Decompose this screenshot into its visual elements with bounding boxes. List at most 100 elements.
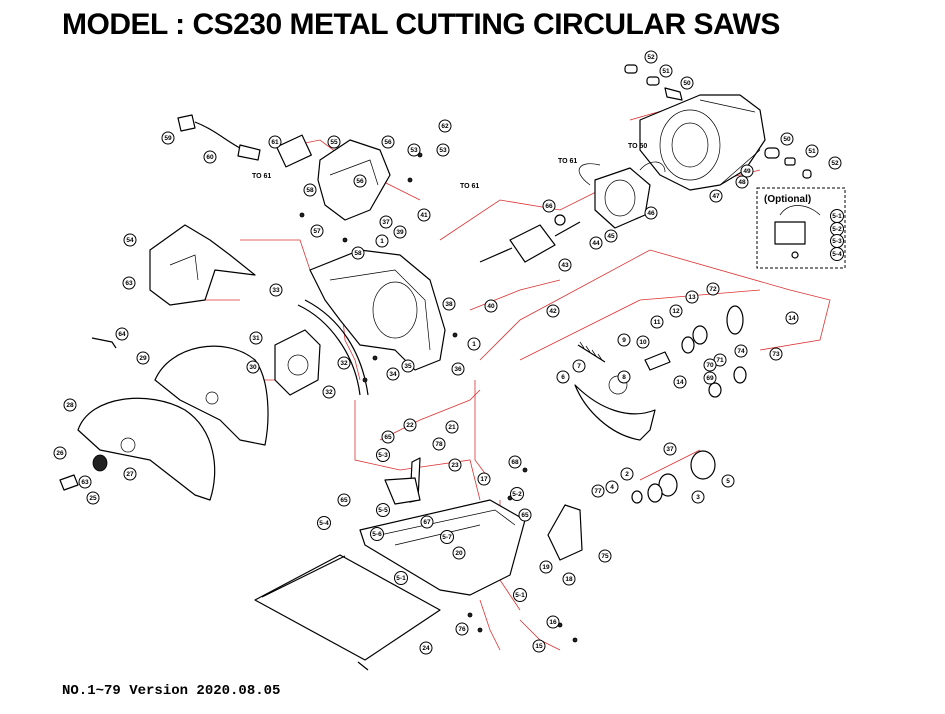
callout-label: 5-4 xyxy=(319,520,329,527)
part-callout: 72 xyxy=(706,282,720,296)
callout-circle xyxy=(591,484,605,498)
optional-parts-box xyxy=(756,187,846,269)
callout-label: 32 xyxy=(340,360,348,367)
version-footer: NO.1~79 Version 2020.08.05 xyxy=(62,683,281,699)
part-callout: 47 xyxy=(709,189,723,203)
callout-circle xyxy=(161,131,175,145)
callout-circle xyxy=(663,442,677,456)
callout-label: 63 xyxy=(81,479,89,486)
part-callout: 51 xyxy=(805,144,819,158)
callout-circle xyxy=(805,144,819,158)
callout-circle xyxy=(420,515,434,529)
callout-label: 55 xyxy=(330,139,338,146)
callout-label: 64 xyxy=(118,331,126,338)
part-callout: 5-6 xyxy=(370,527,384,541)
callout-label: 32 xyxy=(325,389,333,396)
part-callout: 23 xyxy=(448,458,462,472)
part-callout: 4 xyxy=(605,480,619,494)
callout-label: 5-5 xyxy=(378,507,388,514)
callout-label: 78 xyxy=(435,441,443,448)
callout-circle xyxy=(381,430,395,444)
callout-circle xyxy=(769,347,783,361)
callout-circle xyxy=(691,490,705,504)
part-callout: 36 xyxy=(451,362,465,376)
lower-guard-arc xyxy=(574,375,656,441)
saw-blade xyxy=(77,397,216,501)
callout-circle xyxy=(546,615,560,629)
callout-circle xyxy=(636,335,650,349)
callout-label: 71 xyxy=(716,357,724,364)
annotation-to61: TO 61 xyxy=(460,183,479,190)
callout-label: 62 xyxy=(441,123,449,130)
callout-circle xyxy=(386,367,400,381)
callout-label: 14 xyxy=(788,315,796,322)
callout-label: 21 xyxy=(448,424,456,431)
part-callout: 56 xyxy=(353,174,367,188)
part-callout: 5-1 xyxy=(394,571,408,585)
power-cord xyxy=(177,114,261,161)
part-callout: 6 xyxy=(556,370,570,384)
callout-circle xyxy=(617,370,631,384)
callout-circle xyxy=(451,362,465,376)
callout-circle xyxy=(432,437,446,451)
part-callout: 66 xyxy=(542,199,556,213)
callout-label: 14 xyxy=(676,379,684,386)
callout-circle xyxy=(445,420,459,434)
callout-label: 5 xyxy=(726,478,730,485)
part-callout: 51 xyxy=(659,64,673,78)
callout-label: 69 xyxy=(706,375,714,382)
worm-shaft xyxy=(577,341,606,363)
part-callout: 42 xyxy=(546,304,560,318)
callout-label: 50 xyxy=(683,80,691,87)
annotation-to61: TO 61 xyxy=(558,158,577,165)
callout-circle xyxy=(734,344,748,358)
part-callout: 37 xyxy=(663,442,677,456)
callout-circle xyxy=(375,234,389,248)
callout-label: 6 xyxy=(561,374,565,381)
part-callout: 59 xyxy=(161,131,175,145)
callout-circle xyxy=(477,472,491,486)
callout-label: 65 xyxy=(384,434,392,441)
callout-label: 4 xyxy=(610,484,614,491)
callout-circle xyxy=(721,474,735,488)
callout-circle xyxy=(562,572,576,586)
base-plate xyxy=(359,499,526,596)
callout-circle xyxy=(617,333,631,347)
callout-label: 13 xyxy=(688,294,696,301)
part-callout: 11 xyxy=(650,315,664,329)
part-callout: 70 xyxy=(703,358,717,372)
part-callout: 78 xyxy=(432,437,446,451)
part-callout: 60 xyxy=(203,150,217,164)
part-callout: 53 xyxy=(436,143,450,157)
callout-circle xyxy=(136,351,150,365)
part-callout: 2 xyxy=(620,467,634,481)
part-callout: 65 xyxy=(337,493,351,507)
callout-circle xyxy=(417,208,431,222)
callout-label: 35 xyxy=(404,363,412,370)
part-callout: 27 xyxy=(123,467,137,481)
callout-circle xyxy=(438,119,452,133)
part-callout: 63 xyxy=(122,276,136,290)
callout-label: 17 xyxy=(480,476,488,483)
part-callout: 40 xyxy=(484,299,498,313)
callout-label: 40 xyxy=(487,303,495,310)
part-callout: 57 xyxy=(310,224,324,238)
callout-label: 36 xyxy=(454,366,462,373)
part-callout: 50 xyxy=(780,132,794,146)
callout-label: 23 xyxy=(451,462,459,469)
callout-label: 18 xyxy=(565,576,573,583)
callout-label: 65 xyxy=(340,497,348,504)
rear-bracket xyxy=(547,504,583,561)
part-callout: 65 xyxy=(518,508,532,522)
part-callout: 39 xyxy=(393,225,407,239)
callout-label: 53 xyxy=(410,147,418,154)
callout-circle xyxy=(419,641,433,655)
callout-circle xyxy=(785,311,799,325)
part-callout: 7 xyxy=(572,359,586,373)
callout-label: 58 xyxy=(354,250,362,257)
callout-label: 73 xyxy=(772,351,780,358)
callout-circle xyxy=(589,236,603,250)
callout-circle xyxy=(317,516,331,530)
annotation-to50: TO 50 xyxy=(628,143,647,150)
callout-label: 41 xyxy=(420,212,428,219)
